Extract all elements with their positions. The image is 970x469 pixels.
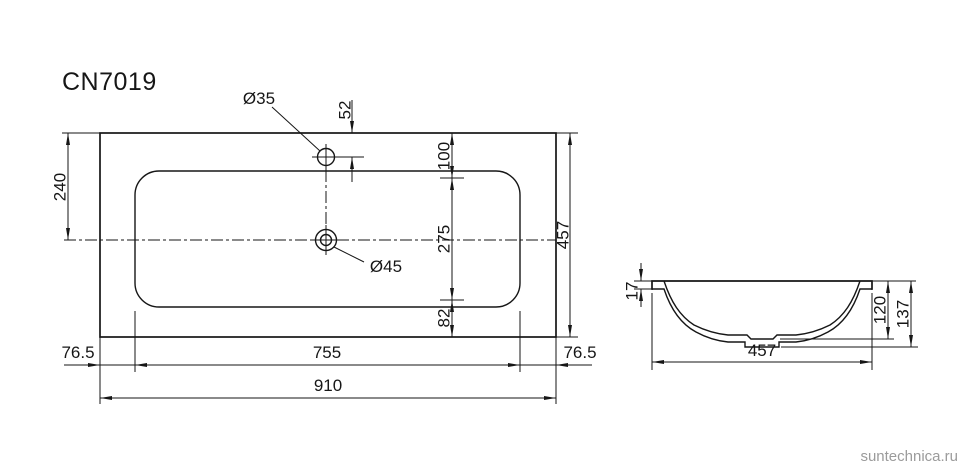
dim-label-82: 82 <box>435 309 454 328</box>
watermark: suntechnica.ru <box>860 448 958 465</box>
leader-faucet-hole <box>271 106 321 152</box>
dim-label-457: 457 <box>554 221 573 249</box>
dim-label-240: 240 <box>51 173 70 201</box>
side-view: 17 120 137 457 <box>623 263 918 370</box>
side-inner-profile <box>663 280 861 340</box>
drain-hole-label: Ø45 <box>370 257 402 276</box>
dim-label-76-5-left: 76.5 <box>61 343 94 362</box>
faucet-crosshair <box>312 144 364 170</box>
dim-label-76-5-right: 76.5 <box>563 343 596 362</box>
leader-drain-hole <box>333 246 365 263</box>
dim-label-120: 120 <box>871 296 890 324</box>
side-rim <box>651 280 873 290</box>
dim-label-910: 910 <box>314 376 342 395</box>
basin-outline <box>134 170 521 308</box>
side-outer-profile <box>652 288 872 348</box>
dim-label-52: 52 <box>336 101 355 120</box>
top-view: Ø35 Ø45 52 100 240 275 82 457 76.5 755 7… <box>51 89 597 404</box>
side-extension-lines <box>634 280 918 370</box>
extension-lines <box>62 132 578 404</box>
model-number: CN7019 <box>62 68 157 96</box>
countertop-outline <box>99 132 557 338</box>
dim-label-137: 137 <box>894 300 913 328</box>
dim-label-17: 17 <box>623 282 642 301</box>
faucet-hole-label: Ø35 <box>243 89 275 108</box>
dim-label-275: 275 <box>435 225 454 253</box>
dim-label-100: 100 <box>435 142 454 170</box>
dim-label-755: 755 <box>313 343 341 362</box>
dim-label-457-side: 457 <box>748 341 776 360</box>
